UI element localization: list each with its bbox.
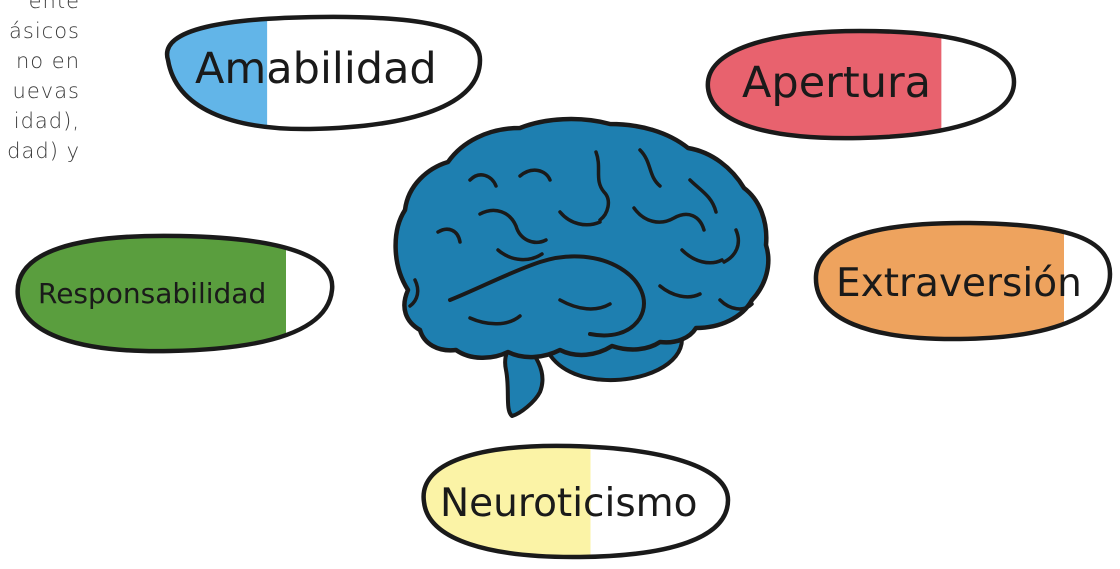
trait-responsabilidad: Responsabilidad [15, 233, 335, 354]
intro-line: dad) y [7, 139, 80, 163]
cerebrum [393, 116, 771, 360]
intro-text-fragment: ente ásicos no en uevas idad), dad) y [0, 0, 80, 166]
trait-apertura: Apertura [705, 28, 1017, 141]
trait-extraversion: Extraversión [813, 220, 1113, 342]
amabilidad-label: Amabilidad [195, 44, 437, 94]
intro-line: ente [28, 0, 80, 13]
intro-line: no en [15, 49, 80, 73]
brain-icon [393, 116, 771, 418]
extraversion-label: Extraversión [836, 261, 1082, 306]
responsabilidad-fill-bar [17, 235, 286, 352]
apertura-label: Apertura [742, 58, 931, 108]
responsabilidad-label: Responsabilidad [38, 277, 266, 310]
neuroticismo-label: Neuroticismo [440, 481, 698, 526]
extraversion-fill-bar [815, 222, 1064, 340]
intro-line: uevas [12, 79, 80, 103]
trait-neuroticismo: Neuroticismo [421, 443, 731, 560]
intro-line: idad), [13, 109, 80, 133]
apertura-fill-bar [707, 31, 942, 139]
trait-amabilidad: Amabilidad [164, 14, 483, 132]
intro-line: ásicos [9, 19, 80, 43]
